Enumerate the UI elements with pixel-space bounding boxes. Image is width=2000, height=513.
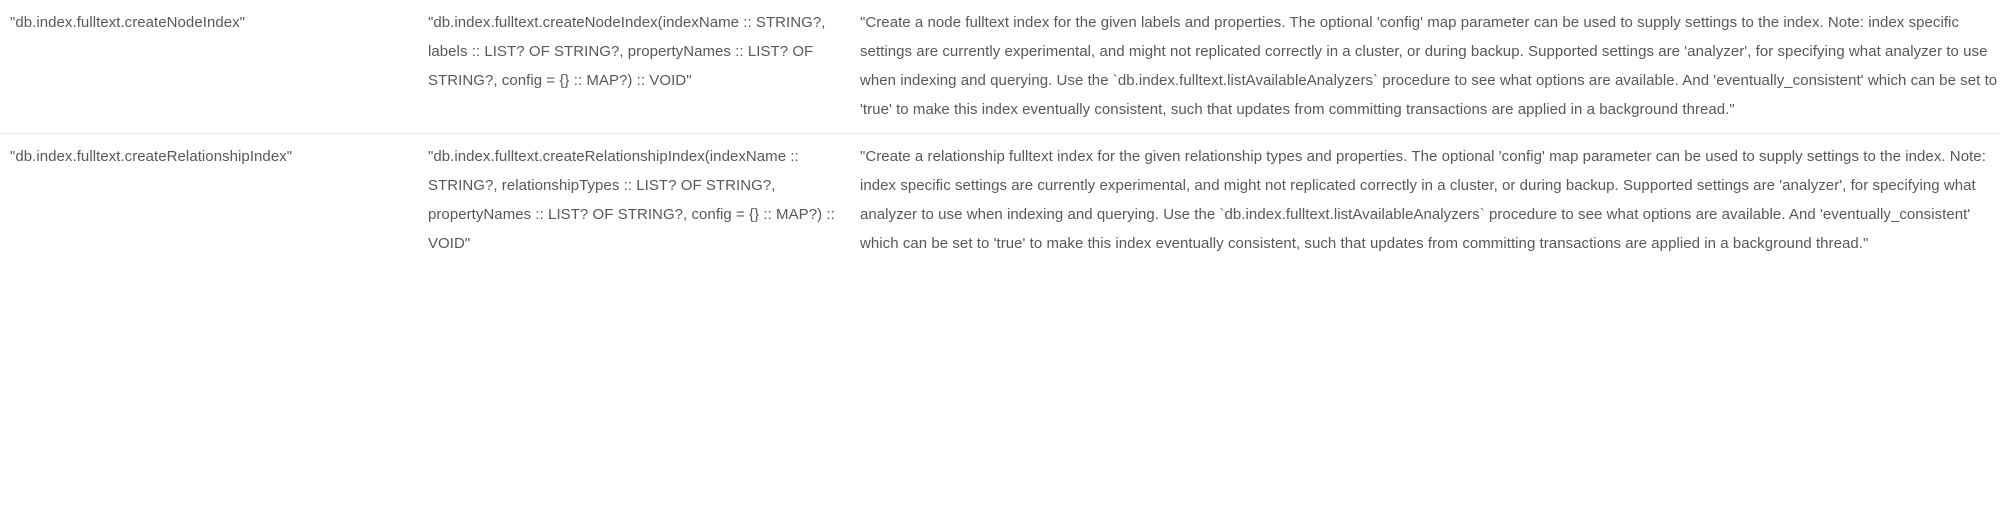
table-cell-procedure-name: "db.index.fulltext.createRelationshipInd… [0,133,424,267]
procedure-description-text: "Create a relationship fulltext index fo… [860,148,1986,252]
table-row: "db.index.fulltext.createNodeIndex" "db.… [0,0,2000,134]
table-row: "db.index.fulltext.createRelationshipInd… [0,133,2000,267]
procedure-description-text: "Create a node fulltext index for the gi… [860,14,1998,118]
table-cell-procedure-description: "Create a node fulltext index for the gi… [858,0,2000,134]
procedure-name-text: "db.index.fulltext.createRelationshipInd… [10,148,293,165]
table-cell-procedure-name: "db.index.fulltext.createNodeIndex" [0,0,424,134]
table-cell-procedure-signature: "db.index.fulltext.createRelationshipInd… [424,133,858,267]
procedure-name-text: "db.index.fulltext.createNodeIndex" [10,14,246,31]
procedures-table-body: "db.index.fulltext.createNodeIndex" "db.… [0,0,2000,267]
procedures-table: "db.index.fulltext.createNodeIndex" "db.… [0,0,2000,267]
table-cell-procedure-description: "Create a relationship fulltext index fo… [858,133,2000,267]
procedure-signature-text: "db.index.fulltext.createRelationshipInd… [428,148,835,252]
procedure-signature-text: "db.index.fulltext.createNodeIndex(index… [428,14,826,89]
table-cell-procedure-signature: "db.index.fulltext.createNodeIndex(index… [424,0,858,134]
